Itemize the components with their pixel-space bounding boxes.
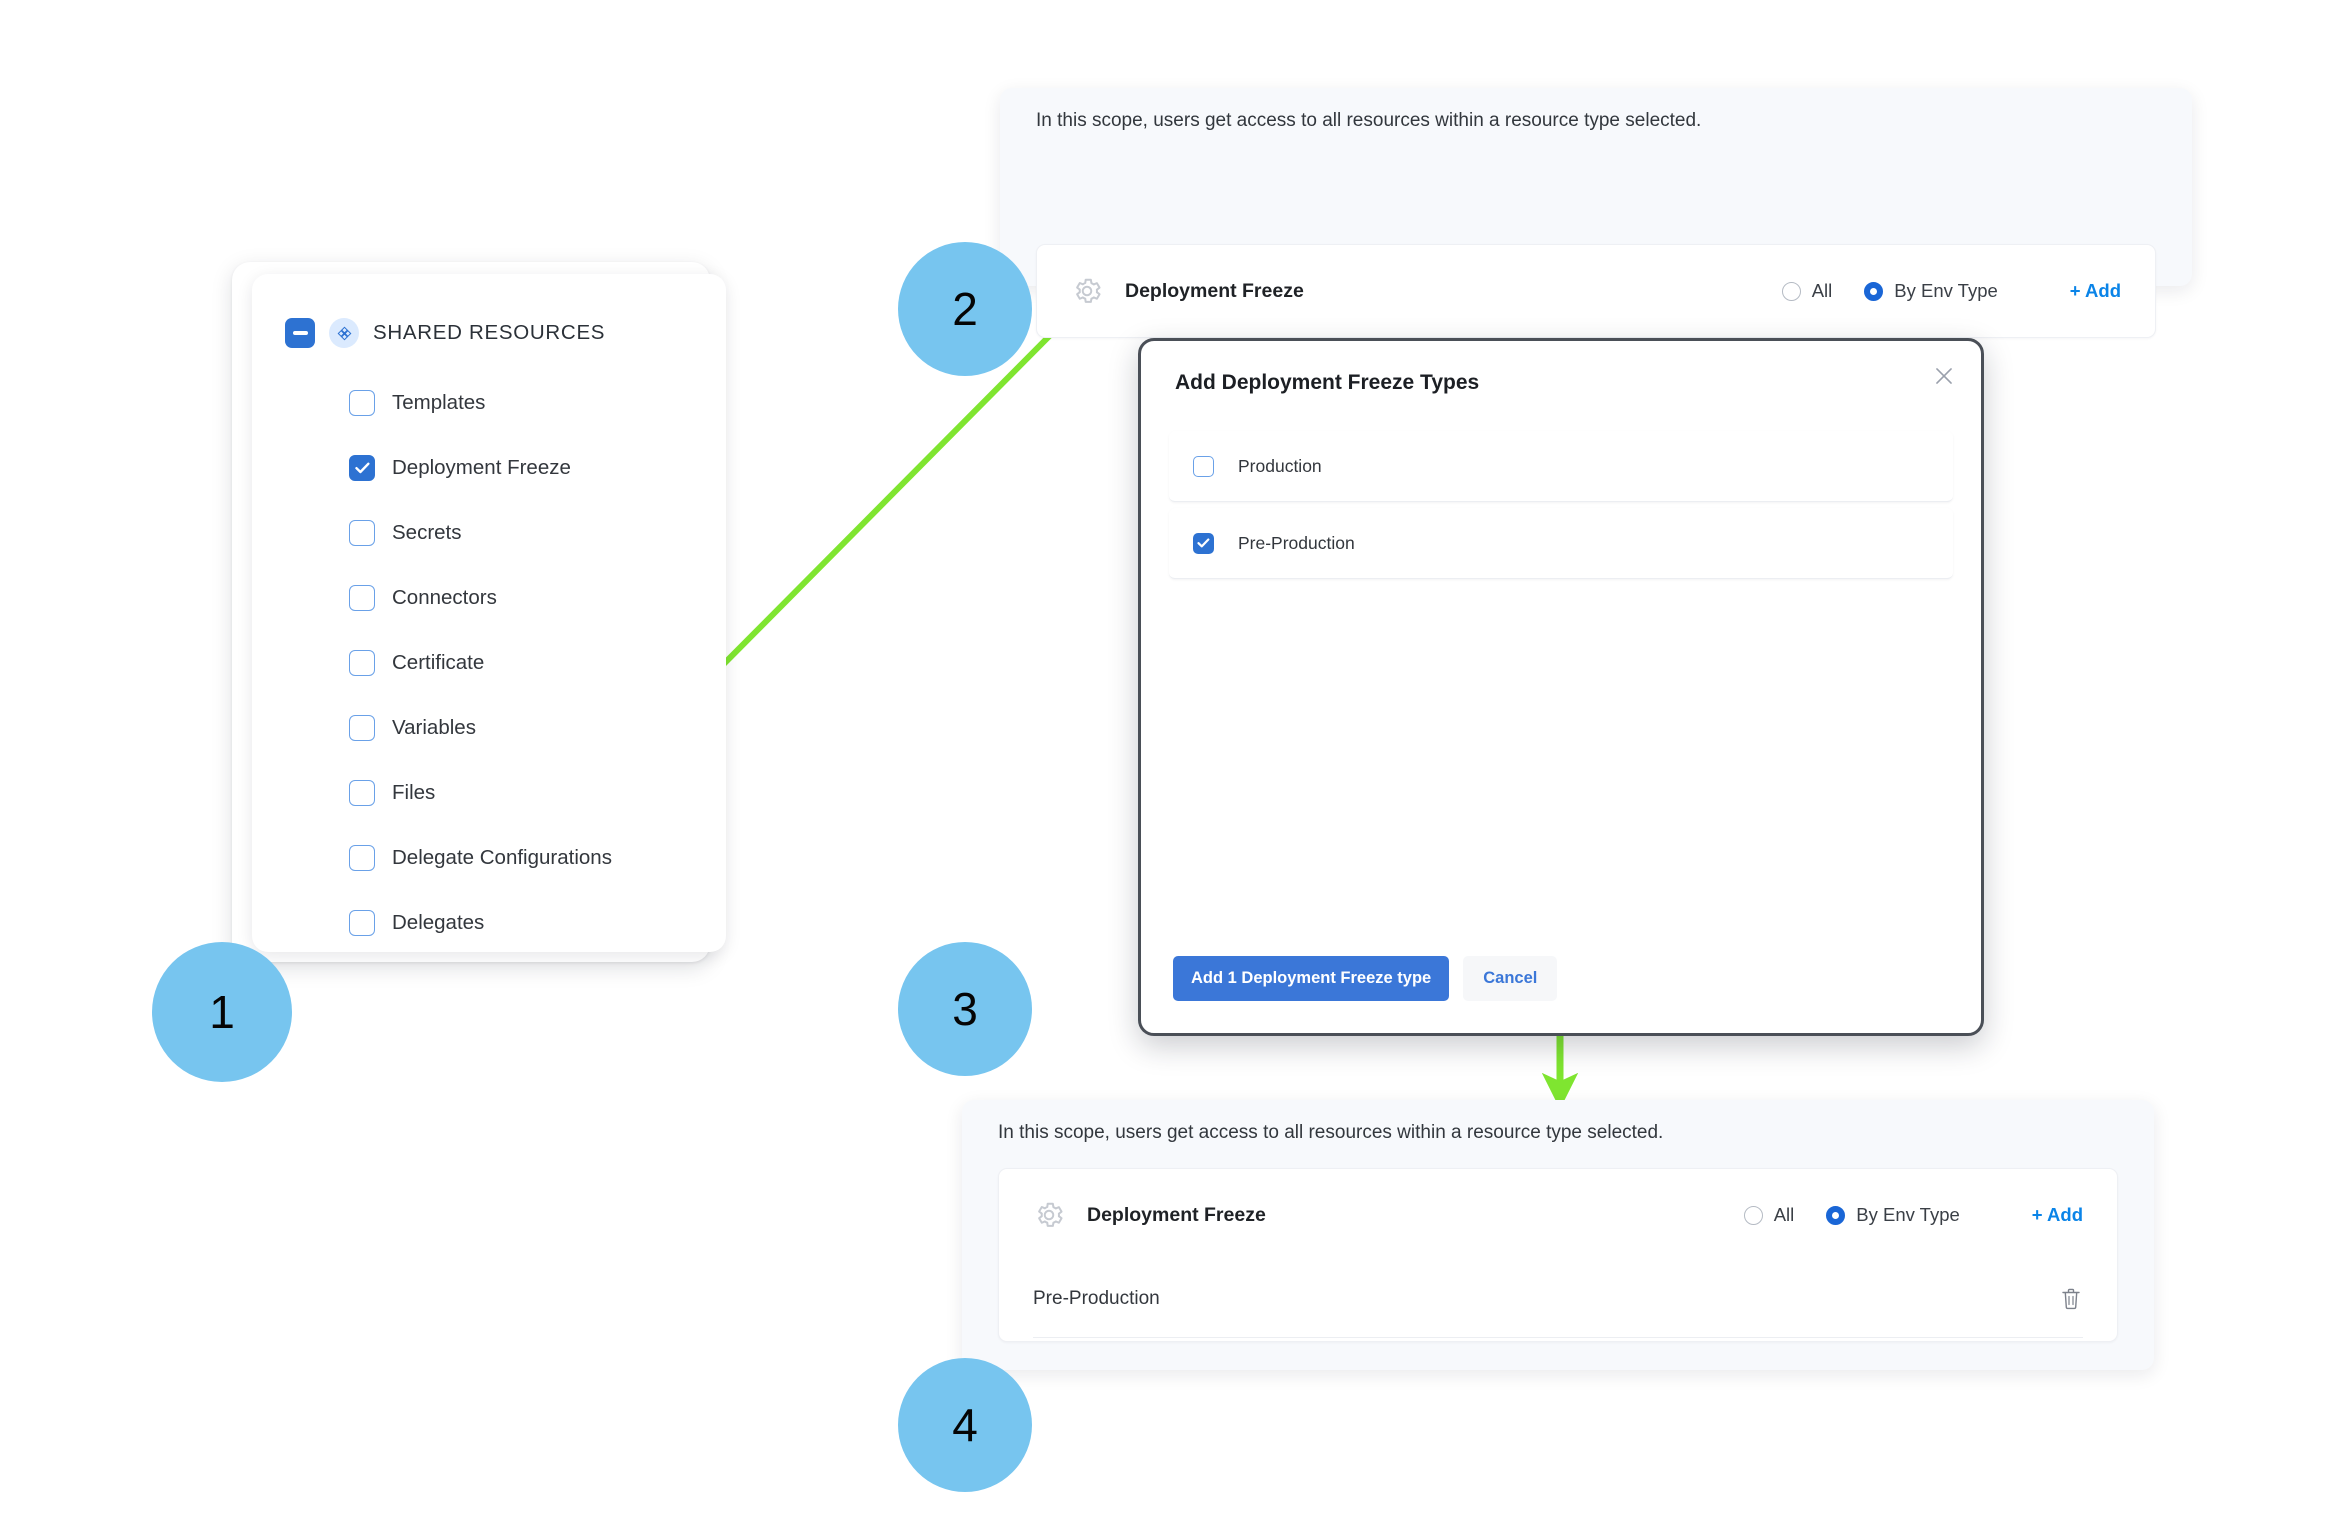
add-freeze-types-button[interactable]: Add 1 Deployment Freeze type [1173,956,1450,1001]
scope-radio-group: All By Env Type [1743,1204,1960,1226]
checkbox-secrets[interactable] [349,519,375,546]
modal-footer: Add 1 Deployment Freeze type Cancel [1173,956,1558,1001]
list-item-label: Deployment Freeze [392,455,571,479]
radio-all-label: All [1773,1204,1795,1225]
radio-all[interactable] [1743,1205,1763,1225]
modal-title: Add Deployment Freeze Types [1175,371,1480,394]
radio-by-env-type[interactable] [1826,1205,1846,1225]
close-icon[interactable] [1931,363,1957,389]
shared-resources-indeterminate-checkbox[interactable] [285,318,315,348]
checkbox-certificate[interactable] [349,649,375,676]
list-item[interactable]: Production [1169,431,1953,502]
step-marker-3: 3 [898,942,1032,1076]
list-item-label: Variables [392,715,476,739]
checkbox-variables[interactable] [349,714,375,741]
step-marker-4: 4 [898,1358,1032,1492]
shared-resources-title: SHARED RESOURCES [373,321,606,344]
step-marker-1: 1 [152,942,292,1082]
radio-by-env-type-label: By Env Type [1894,280,1998,301]
radio-all-label: All [1811,280,1833,301]
scope-panel-top: In this scope, users get access to all r… [1000,88,2192,338]
checkbox-delegate-configurations[interactable] [349,844,375,871]
add-button[interactable]: + Add [2069,280,2121,301]
radio-option-by-env-type[interactable]: By Env Type [1826,1204,1960,1226]
list-item-label: Files [392,780,436,804]
list-item[interactable]: Pre-Production [1169,508,1953,579]
resource-type-card: Deployment Freeze All By Env Type + Add … [998,1168,2118,1342]
add-button[interactable]: + Add [2031,1204,2083,1225]
step-marker-2: 2 [898,242,1032,376]
list-item[interactable]: Delegate Configurations [252,825,726,890]
radio-by-env-type-label: By Env Type [1856,1204,1960,1225]
selected-env-type-row: Pre-Production [1033,1261,2083,1338]
gear-icon [1071,275,1103,307]
list-item-label: Production [1238,455,1322,476]
checkbox-templates[interactable] [349,389,375,416]
list-item-label: Delegates [392,910,485,934]
list-item[interactable]: Connectors [252,565,726,630]
list-item-label: Pre-Production [1238,532,1355,553]
cancel-button[interactable]: Cancel [1463,956,1558,1001]
trash-icon[interactable] [2059,1286,2083,1312]
scope-note: In this scope, users get access to all r… [1036,110,1702,131]
list-item[interactable]: Delegates [252,890,726,955]
shared-resources-list: Templates Deployment Freeze Secrets Conn… [252,370,726,955]
list-item[interactable]: Files [252,760,726,825]
checkbox-deployment-freeze[interactable] [349,454,375,481]
shared-resources-card: SHARED RESOURCES Templates Deployment Fr… [252,274,726,952]
minus-icon [292,331,308,335]
list-item-label: Templates [392,390,486,414]
radio-option-all[interactable]: All [1781,280,1833,302]
list-item[interactable]: Templates [252,370,726,435]
resource-type-row: Deployment Freeze All By Env Type + Add [1037,245,2155,337]
list-item-label: Secrets [392,520,462,544]
shared-resources-header[interactable]: SHARED RESOURCES [285,318,605,348]
add-deployment-freeze-types-modal: Add Deployment Freeze Types Production P… [1138,338,1984,1036]
checkbox-delegates[interactable] [349,909,375,936]
gear-icon [1033,1199,1065,1231]
scope-note: In this scope, users get access to all r… [998,1122,1664,1143]
checkbox-production[interactable] [1193,455,1214,477]
radio-option-all[interactable]: All [1743,1204,1795,1226]
arrow-1-to-2 [685,278,1107,703]
resource-type-card: Deployment Freeze All By Env Type + Add [1036,244,2156,338]
radio-option-by-env-type[interactable]: By Env Type [1864,280,1998,302]
resource-type-name: Deployment Freeze [1087,1203,1266,1226]
scope-radio-group: All By Env Type [1781,280,1998,302]
list-item[interactable]: Deployment Freeze [252,435,726,500]
resource-type-name: Deployment Freeze [1125,279,1304,302]
list-item-label: Delegate Configurations [392,845,612,869]
list-item-label: Certificate [392,650,485,674]
shared-resources-icon [329,318,359,348]
checkbox-pre-production[interactable] [1193,532,1214,554]
radio-by-env-type[interactable] [1864,281,1884,301]
resource-type-row: Deployment Freeze All By Env Type + Add [999,1169,2117,1261]
radio-all[interactable] [1781,281,1801,301]
list-item[interactable]: Certificate [252,630,726,695]
checkbox-files[interactable] [349,779,375,806]
selected-env-type-label: Pre-Production [1033,1288,1160,1309]
list-item[interactable]: Secrets [252,500,726,565]
list-item-label: Connectors [392,585,497,609]
list-item[interactable]: Variables [252,695,726,760]
checkbox-connectors[interactable] [349,584,375,611]
scope-panel-bottom: In this scope, users get access to all r… [962,1100,2154,1370]
freeze-type-options-list: Production Pre-Production [1169,431,1953,579]
